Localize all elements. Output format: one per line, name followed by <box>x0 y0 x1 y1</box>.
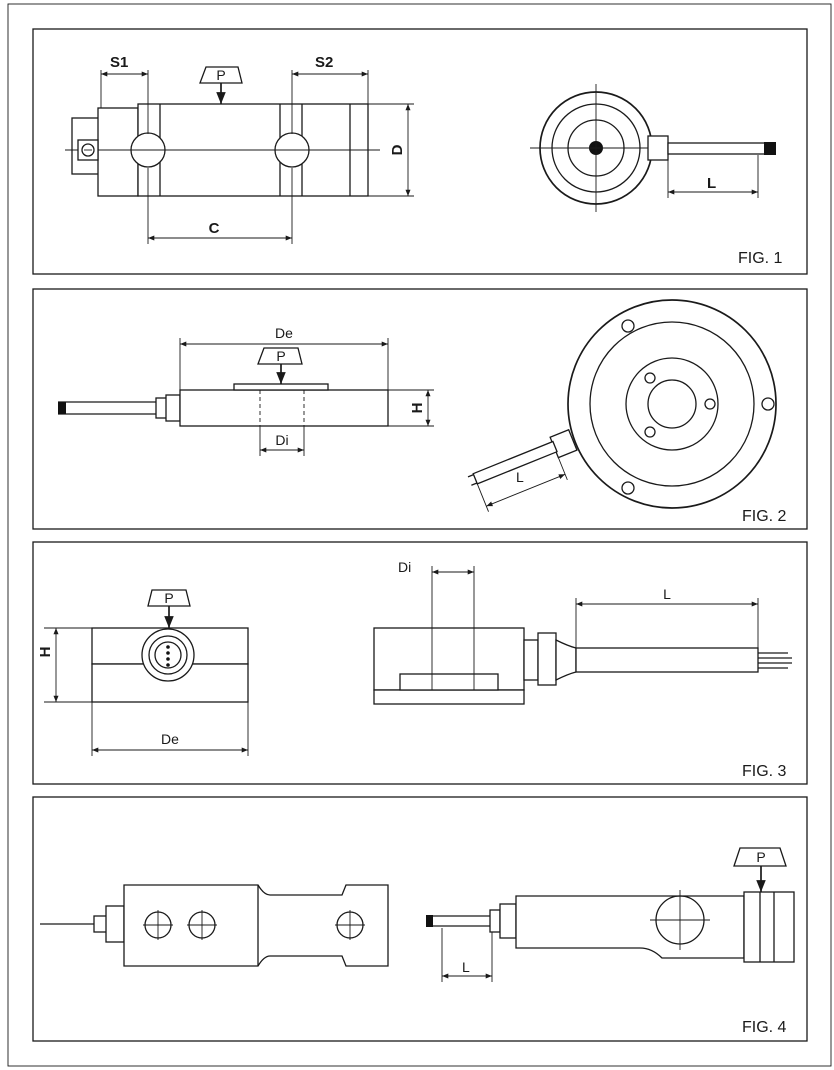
figure-2-caption: FIG. 2 <box>742 508 787 525</box>
label-l-fig3: L <box>663 586 671 602</box>
figure-3-frame <box>32 541 808 785</box>
fig2-load-label: P <box>276 348 285 364</box>
label-l-fig4: L <box>462 959 470 975</box>
figure-1: S1 S2 P D C <box>32 28 808 275</box>
label-l-fig2: L <box>516 469 524 485</box>
label-s1: S1 <box>110 54 128 71</box>
fig4-load-label: P <box>756 849 765 865</box>
fig1-end-view: L <box>530 84 776 212</box>
fig4-top-view <box>40 884 389 967</box>
figure-2: De P H Di <box>32 288 808 530</box>
figure-1-frame <box>32 28 808 275</box>
fig2-top-view: L <box>467 299 777 512</box>
label-l-fig1: L <box>707 175 716 192</box>
fig1-load-label: P <box>216 67 225 83</box>
figure-4: P L FIG. 4 <box>32 796 808 1042</box>
fig4-side-view: P L <box>426 847 795 982</box>
fig3-front-view: P H De <box>37 589 249 756</box>
figure-4-frame <box>32 796 808 1042</box>
page-border <box>7 3 832 1067</box>
label-de-fig3: De <box>161 731 179 747</box>
label-c: C <box>209 220 220 237</box>
figure-2-frame <box>32 288 808 530</box>
figure-3-caption: FIG. 3 <box>742 763 787 780</box>
label-d: D <box>389 144 406 155</box>
figure-4-caption: FIG. 4 <box>742 1019 787 1036</box>
label-di-fig3: Di <box>398 559 411 575</box>
fig3-side-view: Di L <box>373 559 792 705</box>
label-di-fig2: Di <box>275 432 288 448</box>
figure-3: P H De <box>32 541 808 785</box>
fig3-load-label: P <box>164 590 173 606</box>
fig1-side-view: S1 S2 P D C <box>65 54 414 244</box>
label-h-fig2: H <box>409 403 426 414</box>
label-de-fig2: De <box>275 325 293 341</box>
label-h-fig3: H <box>37 647 54 658</box>
label-s2: S2 <box>315 54 333 71</box>
fig2-side-view: De P H Di <box>58 325 434 456</box>
figure-1-caption: FIG. 1 <box>738 250 783 267</box>
